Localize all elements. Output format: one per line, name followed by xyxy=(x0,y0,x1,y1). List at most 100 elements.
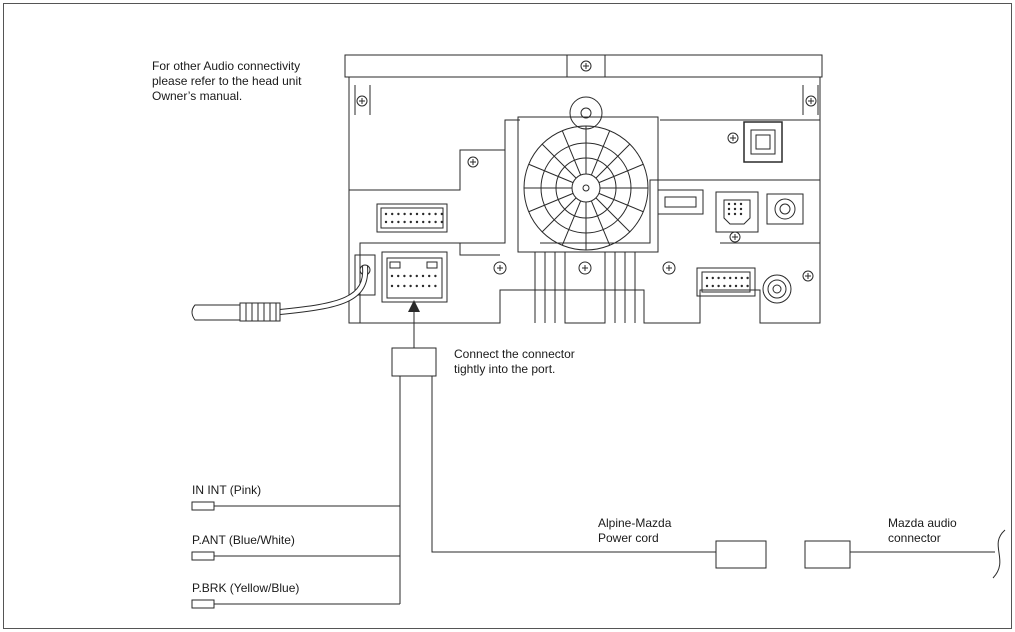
connector-pin xyxy=(729,284,732,288)
pin-connector-left xyxy=(376,203,448,233)
connector-pin xyxy=(422,212,425,216)
screw-icon xyxy=(467,156,479,168)
connector-pin xyxy=(428,212,431,216)
lead-terminal xyxy=(191,599,215,609)
fan-spoke xyxy=(595,197,631,233)
connector-pin xyxy=(711,284,714,288)
fan-grille xyxy=(523,125,649,251)
connector-pin xyxy=(705,276,709,280)
connector-pin xyxy=(440,212,443,216)
connector-pin xyxy=(739,212,743,216)
connector-pin xyxy=(733,207,737,211)
fan-spoke xyxy=(528,163,574,184)
connector-pin xyxy=(434,220,437,224)
connector-pin xyxy=(403,212,406,216)
antenna-cable xyxy=(191,265,369,322)
connector-pin xyxy=(428,220,431,224)
cord-label-line: Alpine-Mazda xyxy=(598,516,672,530)
fan-housing xyxy=(517,116,659,253)
connector-pin xyxy=(434,284,437,288)
connector-pin xyxy=(428,274,431,278)
fan-spoke xyxy=(541,197,577,233)
mazda-audio-connector-label: Mazda audio connector xyxy=(888,516,957,546)
connector-pin xyxy=(415,212,419,216)
rca-port-top xyxy=(766,193,804,225)
connector-pin xyxy=(734,276,738,280)
connector-pin xyxy=(428,284,431,288)
screw-icon xyxy=(805,95,817,107)
fan-spoke xyxy=(541,143,577,179)
connector-pin xyxy=(421,284,425,288)
mazda-audio-plug xyxy=(804,540,851,569)
connector-pin xyxy=(740,276,743,280)
connector-pin xyxy=(391,212,394,216)
screw-icon xyxy=(727,132,739,144)
connector-pin xyxy=(421,274,425,278)
harness-wires xyxy=(191,376,716,609)
connector-pin xyxy=(397,274,400,278)
connector-pin xyxy=(727,212,731,216)
connector-pin xyxy=(723,284,726,288)
connector-pin xyxy=(397,212,400,216)
connector-pin xyxy=(397,284,400,288)
connector-pin xyxy=(397,220,400,224)
lead-terminal xyxy=(191,501,215,511)
harness-connector xyxy=(391,300,437,377)
screw-icon xyxy=(802,270,814,282)
connector-pin xyxy=(384,212,388,216)
connector-pin xyxy=(739,207,743,211)
connector-pin xyxy=(409,274,412,278)
connector-pin xyxy=(717,284,720,288)
connector-pin xyxy=(746,284,749,288)
fan-spoke xyxy=(561,130,582,176)
alpine-power-cord-label: Alpine-Mazda Power cord xyxy=(598,516,671,546)
connector-pin xyxy=(723,276,726,280)
connector-pin xyxy=(409,220,412,224)
connector-pin xyxy=(705,284,709,288)
note-line: Connect the connector xyxy=(454,347,575,361)
connector-pin xyxy=(733,212,737,216)
unit-body xyxy=(348,76,821,324)
connector-pin xyxy=(733,202,737,206)
connector-pin xyxy=(434,212,437,216)
heat-sink xyxy=(534,251,636,324)
cord-label-line: Mazda audio xyxy=(888,516,957,530)
connector-pin xyxy=(403,220,406,224)
connector-pin xyxy=(740,284,743,288)
head-unit-rear-panel xyxy=(344,54,823,324)
cable-break-icon xyxy=(992,529,1006,579)
connector-pin xyxy=(391,220,394,224)
note-line: please refer to the head unit xyxy=(152,74,302,88)
connector-pin xyxy=(415,284,418,288)
fan-spoke xyxy=(598,192,644,213)
connector-pin xyxy=(403,284,406,288)
connector-pin xyxy=(717,276,720,280)
connector-pin xyxy=(409,212,412,216)
optical-port xyxy=(743,121,783,163)
pin-connector-right xyxy=(696,267,756,297)
note-line: Owner’s manual. xyxy=(152,89,243,103)
fan-spoke xyxy=(595,143,631,179)
usb-port xyxy=(657,189,704,215)
connector-pin xyxy=(422,220,425,224)
audio-connectivity-note: For other Audio connectivity please refe… xyxy=(152,59,301,104)
connector-pin xyxy=(727,202,731,206)
note-line: tightly into the port. xyxy=(454,362,556,376)
connector-pin xyxy=(409,284,412,288)
screw-icon xyxy=(356,95,368,107)
antenna-socket xyxy=(354,254,376,296)
connector-note: Connect the connector tightly into the p… xyxy=(454,347,575,377)
connector-pin xyxy=(415,220,419,224)
connector-pin xyxy=(403,274,406,278)
connector-pin xyxy=(415,274,418,278)
screw-icon xyxy=(580,60,592,72)
lead-label-in-int: IN INT (Pink) xyxy=(192,483,262,497)
note-line: For other Audio connectivity xyxy=(152,59,301,73)
screw-icon xyxy=(662,261,676,275)
fan-spoke xyxy=(590,200,611,246)
cord-label-line: Power cord xyxy=(598,531,659,545)
connector-pin xyxy=(434,274,437,278)
fan-spoke xyxy=(590,130,611,176)
diagram-border xyxy=(3,3,1012,629)
